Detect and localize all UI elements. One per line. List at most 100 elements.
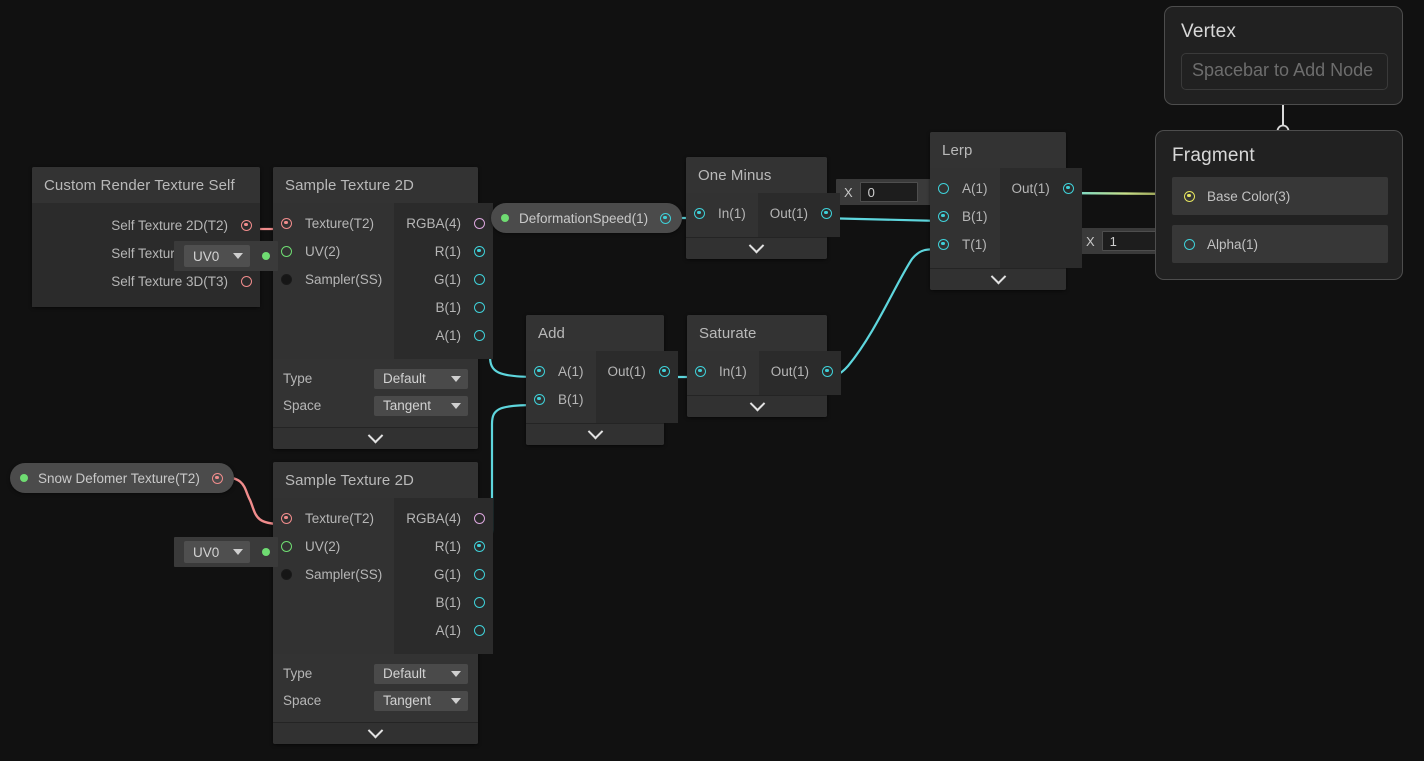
slot-in[interactable]: [695, 365, 706, 377]
slot-b-out[interactable]: [474, 596, 486, 608]
slot-a-in[interactable]: [938, 182, 949, 194]
port-uv-in[interactable]: UV(2): [273, 532, 394, 560]
port-texture-in[interactable]: Texture(T2): [273, 504, 394, 532]
uv0-dropdown-bottom[interactable]: UV0: [184, 541, 250, 563]
node-sample-texture-2d-top[interactable]: Sample Texture 2D Texture(T2) UV(2) Samp…: [273, 167, 494, 449]
slot-uv-in[interactable]: [281, 245, 292, 257]
slot-t-in[interactable]: [938, 238, 949, 250]
space-dropdown[interactable]: Tangent: [374, 395, 468, 416]
slot-self-texture-2d[interactable]: [241, 219, 252, 231]
slot-texture-in[interactable]: [281, 512, 292, 524]
slot-texture-in[interactable]: [281, 217, 292, 229]
control-space[interactable]: Space Tangent: [283, 392, 468, 419]
node-one-minus[interactable]: One Minus In(1) Out(1): [686, 157, 841, 259]
property-snow-deformer-texture[interactable]: Snow Defomer Texture(T2): [10, 463, 234, 493]
property-deformation-speed[interactable]: DeformationSpeed(1): [491, 203, 683, 233]
lerp-a-value-input[interactable]: 0: [859, 182, 918, 202]
slot-property-out[interactable]: [660, 212, 672, 224]
slot-b-in[interactable]: [938, 210, 949, 222]
slot-g-out[interactable]: [474, 273, 486, 285]
port-uv-in[interactable]: UV(2): [273, 237, 394, 265]
slot-g-out[interactable]: [474, 568, 486, 580]
slot-a-out[interactable]: [474, 624, 486, 636]
slot-sampler-in[interactable]: [281, 273, 292, 285]
lerp-a-float-control[interactable]: X 0: [836, 179, 944, 205]
slot-in[interactable]: [694, 207, 705, 219]
node-lerp[interactable]: Lerp A(1) B(1) T(1) Out(1): [930, 132, 1082, 290]
port-g-out[interactable]: G(1): [394, 265, 493, 293]
type-dropdown[interactable]: Default: [374, 663, 468, 684]
uv0-output-dot-top[interactable]: [262, 252, 270, 260]
port-rgba-out[interactable]: RGBA(4): [394, 209, 493, 237]
port-out[interactable]: Out(1): [1000, 174, 1082, 202]
port-t-in[interactable]: T(1): [930, 230, 1000, 258]
slot-property-out[interactable]: [211, 472, 223, 484]
uv0-control-top[interactable]: UV0: [174, 241, 278, 271]
port-b-in[interactable]: B(1): [526, 385, 596, 413]
slot-a-in[interactable]: [534, 365, 545, 377]
port-a-out[interactable]: A(1): [394, 321, 493, 349]
port-self-texture-3d[interactable]: Self Texture 3D(T3): [32, 267, 260, 295]
slot-alpha[interactable]: [1184, 238, 1195, 250]
slot-b-out[interactable]: [474, 301, 486, 313]
port-b-out[interactable]: B(1): [394, 293, 493, 321]
slot-out[interactable]: [822, 365, 834, 377]
slot-a-out[interactable]: [474, 329, 486, 341]
port-sampler-in[interactable]: Sampler(SS): [273, 265, 394, 293]
port-a-out[interactable]: A(1): [394, 616, 493, 644]
collapse-toggle[interactable]: [686, 237, 827, 259]
control-type[interactable]: Type Default: [283, 660, 468, 687]
slot-rgba-out[interactable]: [474, 512, 486, 524]
port-in[interactable]: In(1): [687, 357, 759, 385]
collapse-toggle[interactable]: [273, 427, 478, 449]
fragment-block-alpha[interactable]: Alpha(1): [1172, 225, 1388, 263]
slot-out[interactable]: [821, 207, 833, 219]
slot-r-out[interactable]: [474, 245, 486, 257]
slot-base-color[interactable]: [1184, 190, 1195, 202]
node-add[interactable]: Add A(1) B(1) Out(1): [526, 315, 678, 445]
vertex-add-node-hint[interactable]: Spacebar to Add Node: [1181, 53, 1388, 90]
slot-out[interactable]: [1062, 182, 1074, 194]
node-sample-texture-2d-bottom[interactable]: Sample Texture 2D Texture(T2) UV(2) Samp…: [273, 462, 494, 744]
collapse-toggle[interactable]: [930, 268, 1066, 290]
port-r-out[interactable]: R(1): [394, 237, 493, 265]
port-out[interactable]: Out(1): [596, 357, 678, 385]
control-space[interactable]: Space Tangent: [283, 687, 468, 714]
slot-r-out[interactable]: [474, 540, 486, 552]
port-self-texture-2d[interactable]: Self Texture 2D(T2): [32, 211, 260, 239]
port-texture-in[interactable]: Texture(T2): [273, 209, 394, 237]
slot-self-texture-3d[interactable]: [241, 275, 252, 287]
port-out[interactable]: Out(1): [758, 199, 840, 227]
master-stack-fragment[interactable]: Fragment Base Color(3) Alpha(1): [1155, 130, 1403, 280]
slot-b-in[interactable]: [534, 393, 545, 405]
port-rgba-out[interactable]: RGBA(4): [394, 504, 493, 532]
port-b-out[interactable]: B(1): [394, 588, 493, 616]
port-out[interactable]: Out(1): [759, 357, 841, 385]
port-r-out[interactable]: R(1): [394, 532, 493, 560]
port-in[interactable]: In(1): [686, 199, 758, 227]
port-a-in[interactable]: A(1): [526, 357, 596, 385]
node-saturate[interactable]: Saturate In(1) Out(1): [687, 315, 842, 417]
type-dropdown[interactable]: Default: [374, 368, 468, 389]
slot-uv-in[interactable]: [281, 540, 292, 552]
node-custom-render-texture-self[interactable]: Custom Render Texture Self Self Texture …: [32, 167, 260, 307]
port-b-in[interactable]: B(1): [930, 202, 1000, 230]
collapse-toggle[interactable]: [526, 423, 664, 445]
control-type[interactable]: Type Default: [283, 365, 468, 392]
slot-sampler-in[interactable]: [281, 568, 292, 580]
collapse-toggle[interactable]: [687, 395, 827, 417]
port-g-out[interactable]: G(1): [394, 560, 493, 588]
collapse-toggle[interactable]: [273, 722, 478, 744]
port-sampler-in[interactable]: Sampler(SS): [273, 560, 394, 588]
uv0-control-bottom[interactable]: UV0: [174, 537, 278, 567]
master-stack-vertex[interactable]: Vertex Spacebar to Add Node: [1164, 6, 1403, 105]
slot-out[interactable]: [658, 365, 670, 377]
fragment-alpha-value-input[interactable]: 1: [1101, 231, 1160, 251]
uv0-output-dot-bottom[interactable]: [262, 548, 270, 556]
space-dropdown[interactable]: Tangent: [374, 690, 468, 711]
slot-rgba-out[interactable]: [474, 217, 486, 229]
port-a-in[interactable]: A(1): [930, 174, 1000, 202]
uv0-dropdown-top[interactable]: UV0: [184, 245, 250, 267]
fragment-block-base-color[interactable]: Base Color(3): [1172, 177, 1388, 215]
